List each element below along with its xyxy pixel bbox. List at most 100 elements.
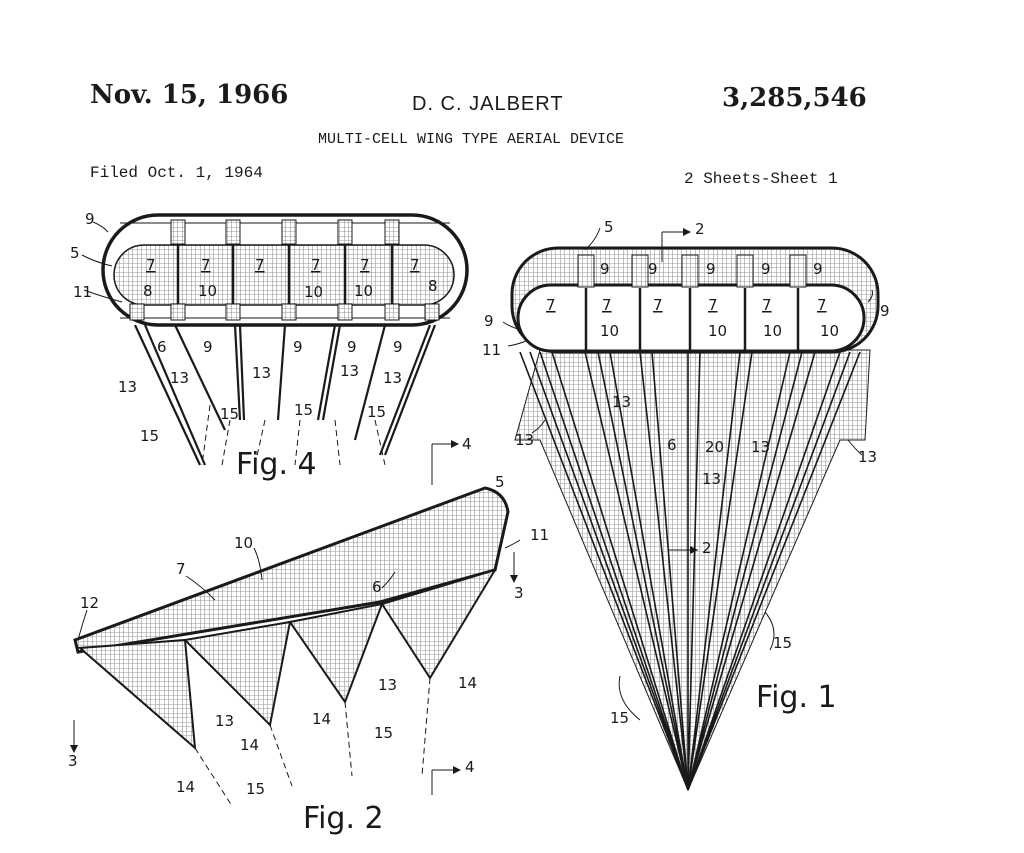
patent-date: Nov. 15, 1966 [90, 80, 289, 110]
fig1-ref-13: 13 [751, 438, 770, 456]
fig1-ref-5: 5 [604, 218, 614, 236]
fig2-bridle-lines [194, 677, 431, 807]
fig4-ref-11: 11 [73, 283, 92, 301]
fig2-ref-10: 10 [234, 534, 253, 552]
fig1-drawing [502, 227, 880, 792]
fig1-cell-7: 7 [708, 296, 718, 314]
patent-title: MULTI-CELL WING TYPE AERIAL DEVICE [318, 131, 625, 148]
filing-date: Filed Oct. 1, 1964 [90, 164, 263, 182]
fig4-ref-13: 13 [252, 364, 271, 382]
fig4-partition-ribs [129, 219, 440, 321]
fig4-ref-9: 9 [203, 338, 213, 356]
fig1-ref-2: 2 [702, 539, 712, 557]
fig4-ref-13: 13 [118, 378, 137, 396]
fig1-label: Fig. 1 [756, 680, 837, 715]
fig2-ref-7: 7 [176, 560, 186, 578]
fig1-ref-9: 9 [484, 312, 494, 330]
fig4-ref-10: 10 [198, 282, 217, 300]
fig1-leader-lines [502, 227, 873, 721]
fig2-ref-3: 3 [68, 752, 78, 770]
fig2-ref-6: 6 [372, 578, 382, 596]
fig1-cell-7: 7 [762, 296, 772, 314]
fig1-canopy-skirt [514, 349, 871, 792]
fig4-ref-15: 15 [140, 427, 159, 445]
fig4-label: Fig. 4 [236, 447, 317, 482]
fig4-ref-9: 9 [347, 338, 357, 356]
fig1-partitions [584, 288, 800, 350]
fig2-ref-3: 3 [514, 584, 524, 602]
fig1-ref-15: 15 [773, 634, 792, 652]
fig4-labels: 9 5 11 7 7 7 7 7 7 8 8 10 10 10 6 9 9 9 … [70, 210, 438, 482]
fig4-ref-9: 9 [393, 338, 403, 356]
fig1-cell-7: 7 [546, 296, 556, 314]
fig1-ref-9: 9 [648, 260, 658, 278]
fig2-ref-5: 5 [495, 473, 505, 491]
fig2-ref-14: 14 [176, 778, 195, 796]
fig2-ref-14: 14 [458, 674, 477, 692]
fig4-cell-7: 7 [255, 256, 265, 274]
fig4-ref-10: 10 [304, 283, 323, 301]
fig4-cell-7: 7 [311, 256, 321, 274]
fig1-ref-6: 6 [667, 436, 677, 454]
fig4-ref-13: 13 [383, 369, 402, 387]
fig1-ref-13: 13 [858, 448, 877, 466]
patent-number: 3,285,546 [722, 83, 867, 113]
fig1-ref-13: 13 [612, 393, 631, 411]
fig4-ref-13: 13 [170, 369, 189, 387]
fig4-cell-7: 7 [360, 256, 370, 274]
inventor-name: D. C. JALBERT [412, 93, 564, 115]
fig2-ref-13: 13 [215, 712, 234, 730]
fig4-drawing [81, 213, 469, 466]
fig4-ref-8: 8 [143, 282, 153, 300]
fig4-wing-inner [113, 244, 455, 306]
fig1-ref-10: 10 [708, 322, 727, 340]
fig4-ref-15: 15 [367, 403, 386, 421]
fig2-ref-14: 14 [312, 710, 331, 728]
fig4-leader-lines [81, 221, 123, 303]
fig2-label: Fig. 2 [303, 801, 384, 836]
fig1-ref-13: 13 [702, 470, 721, 488]
fig1-ref-10: 10 [820, 322, 839, 340]
fig4-ref-9: 9 [293, 338, 303, 356]
fig4-ref-5: 5 [70, 244, 80, 262]
fig1-ref-20: 20 [705, 438, 724, 456]
fig2-ref-4: 4 [465, 758, 475, 776]
fig1-ref-13: 13 [515, 431, 534, 449]
fig4-cell-7: 7 [410, 256, 420, 274]
fig2-ref-11: 11 [530, 526, 549, 544]
fig2-labels: 5 4 11 3 10 7 6 12 13 13 14 14 14 14 15 … [68, 435, 549, 836]
fig4-ref-6: 6 [157, 338, 167, 356]
fig4-ref-15: 15 [294, 401, 313, 419]
fig1-ref-9: 9 [761, 260, 771, 278]
fig4-ref-13: 13 [340, 362, 359, 380]
fig1-cell-7: 7 [817, 296, 827, 314]
fig1-cell-7: 7 [602, 296, 612, 314]
fig2-ref-4: 4 [462, 435, 472, 453]
fig2-ref-12: 12 [80, 594, 99, 612]
fig1-ref-9: 9 [813, 260, 823, 278]
section-arrows [70, 228, 698, 774]
fig2-rib-1 [77, 638, 197, 751]
fig2-ref-14: 14 [240, 736, 259, 754]
fig1-partition-ribs [577, 254, 807, 288]
fig2-rib-3 [288, 602, 384, 705]
fig1-ref-10: 10 [600, 322, 619, 340]
fig4-ref-10: 10 [354, 282, 373, 300]
fig1-ref-9: 9 [600, 260, 610, 278]
fig2-drawing [73, 444, 521, 807]
fig4-cell-7: 7 [201, 256, 211, 274]
fig4-ref-15: 15 [220, 405, 239, 423]
fig1-cell-7: 7 [653, 296, 663, 314]
fig4-rigging-lines [134, 324, 437, 466]
fig2-rib-4 [380, 568, 498, 680]
fig2-ref-15: 15 [374, 724, 393, 742]
fig4-bridle-lines [201, 404, 386, 466]
fig2-rib-2 [182, 620, 292, 728]
fig4-ref-9: 9 [85, 210, 95, 228]
sheet-count: 2 Sheets-Sheet 1 [684, 170, 838, 188]
fig2-ref-13: 13 [378, 676, 397, 694]
fig1-ref-11: 11 [482, 341, 501, 359]
fig4-ref-8: 8 [428, 277, 438, 295]
fig1-ref-10: 10 [763, 322, 782, 340]
